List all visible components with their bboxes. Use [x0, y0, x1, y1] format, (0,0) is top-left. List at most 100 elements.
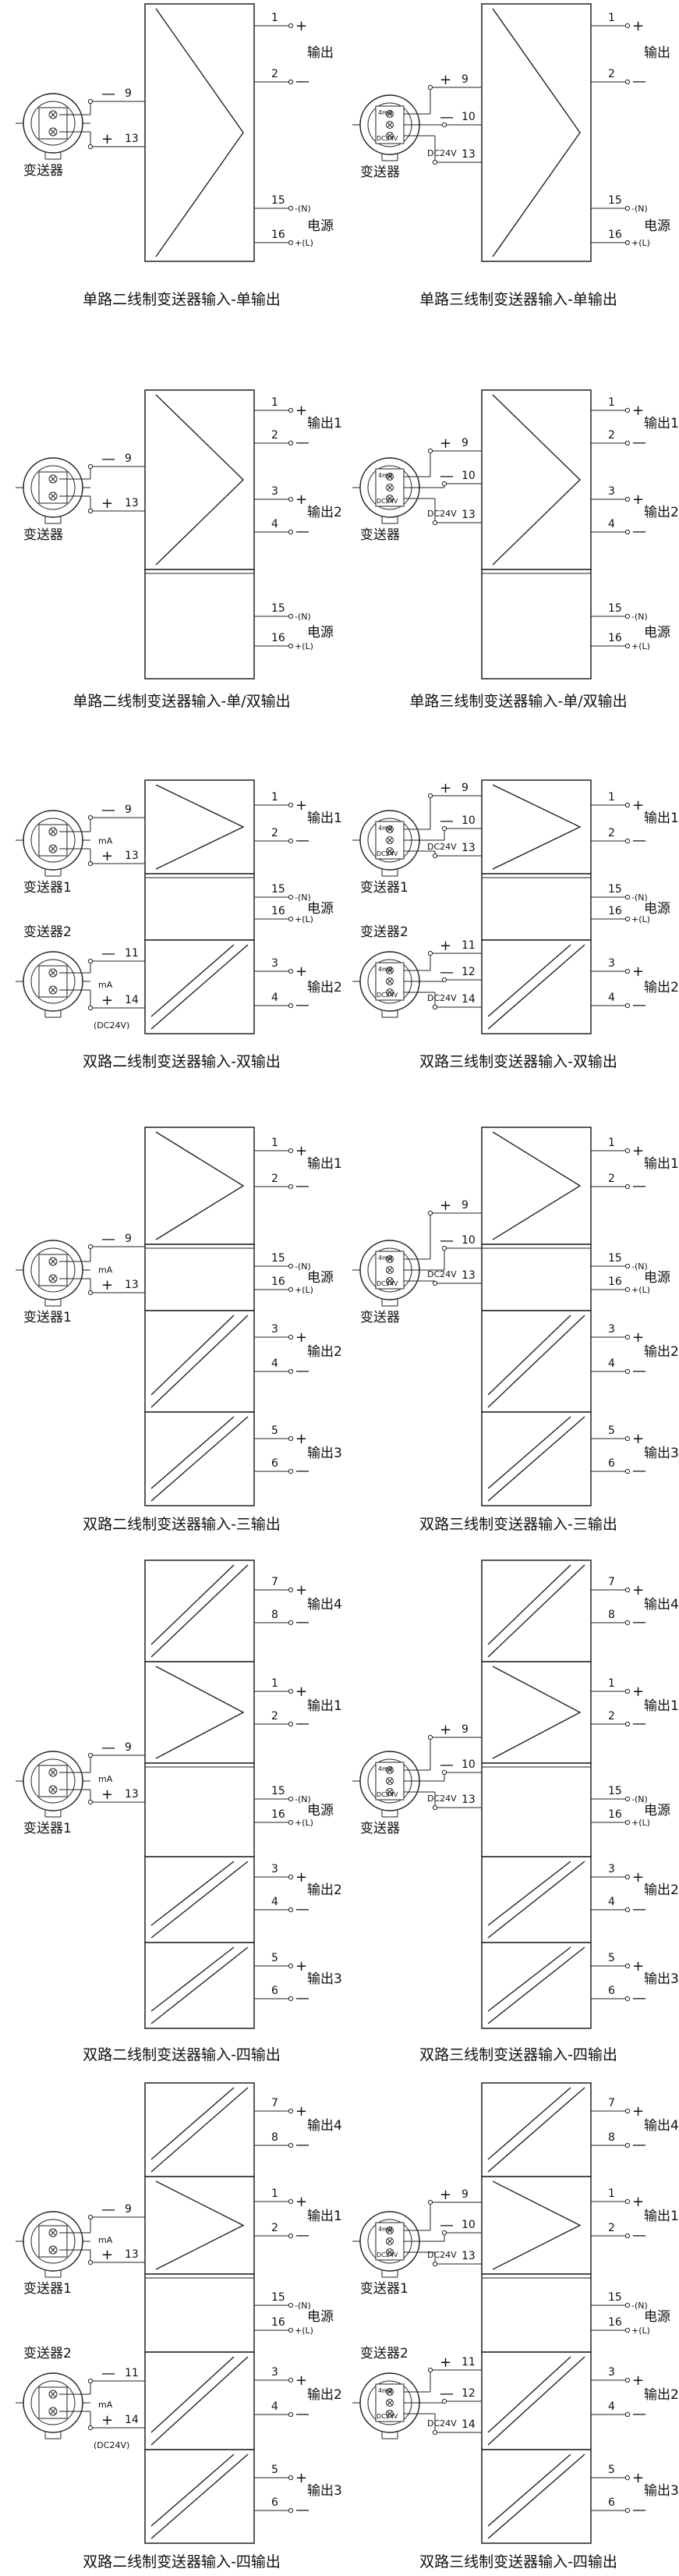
terminal-number: 6	[271, 2496, 278, 2509]
terminal-dot	[288, 2507, 294, 2514]
output-1-label: 输出1	[307, 1156, 342, 1172]
isolator-symbol	[150, 2356, 249, 2446]
signal-label: 4mA	[378, 472, 393, 479]
isolator-module-section	[144, 779, 255, 875]
transmitter-2wire-icon	[15, 93, 91, 160]
minus-sign: —	[295, 1614, 309, 1630]
terminal-dot	[441, 481, 447, 487]
terminal-number: 16	[271, 632, 285, 644]
supply-label: DC24V	[377, 2413, 398, 2420]
terminal-number: 2	[608, 68, 615, 80]
plus-sign: +	[295, 1329, 307, 1346]
terminal-number: 7	[608, 2097, 615, 2109]
isolator-module-section	[481, 2273, 592, 2353]
terminal-dot	[288, 79, 294, 85]
terminal-number: 2	[271, 2222, 278, 2234]
terminal-number: 3	[271, 957, 278, 970]
plus-sign: +	[101, 2412, 113, 2429]
terminal-dot	[87, 814, 94, 821]
terminal-number: 3	[271, 1323, 278, 1336]
terminal-number: 1	[608, 791, 615, 804]
terminal-number: 10	[462, 111, 476, 123]
isolator-symbol	[155, 1666, 245, 1759]
minus-sign: —	[632, 1363, 646, 1379]
supply-label: DC24V	[427, 842, 457, 852]
terminal-dot	[441, 122, 447, 128]
terminal-dot	[624, 1002, 631, 1009]
isolator-symbol	[155, 2180, 245, 2270]
output-2-label: 输出2	[307, 1344, 342, 1360]
terminal-dot	[624, 496, 631, 502]
terminal-number: 6	[608, 2496, 615, 2509]
terminal-dot	[288, 838, 294, 844]
supply-label: DC24V	[377, 992, 398, 999]
terminal-number: 16	[608, 2316, 622, 2329]
terminal-dot	[288, 2142, 294, 2148]
terminal-dot	[624, 529, 631, 535]
diagram-caption: 双路三线制变送器输入-四输出	[419, 2553, 617, 2571]
supply-label: DC24V	[427, 2418, 457, 2429]
terminal-dot	[427, 2199, 433, 2205]
output-3-label: 输出3	[644, 1446, 679, 1461]
terminal-dot	[624, 1286, 631, 1293]
terminal-number: 15	[608, 194, 622, 207]
power-label: 电源	[307, 218, 334, 234]
terminal-number: 5	[608, 2464, 615, 2476]
diagram-caption: 双路三线制变送器输入-四输出	[419, 2046, 617, 2063]
plus-sign: +	[440, 1722, 451, 1738]
terminal-number: 15	[608, 1785, 622, 1797]
signal-label: 4mA	[378, 109, 393, 116]
wiring-diagram: 7+8—输出41+2—输出115-(N)16+(L)电源3+4—输出25+6—输…	[352, 1559, 679, 2063]
minus-sign: —	[632, 2502, 646, 2518]
terminal-dot	[288, 1148, 294, 1154]
terminal-number: 11	[462, 2356, 476, 2368]
minus-sign: —	[632, 2227, 646, 2244]
isolator-module-section	[481, 873, 592, 941]
plus-sign: +	[632, 2194, 644, 2210]
terminal-number: 8	[608, 2131, 615, 2144]
transmitter-3wire-icon	[352, 810, 420, 877]
terminal-number: 9	[125, 452, 132, 465]
plus-sign: +	[295, 1431, 307, 1447]
minus-sign: —	[632, 1178, 646, 1194]
terminal-dot	[427, 950, 433, 956]
diagram-caption: 双路三线制变送器输入-双输出	[419, 1053, 617, 1070]
terminal-number: 14	[462, 993, 476, 1006]
terminal-number: 13	[125, 850, 139, 862]
terminal-number: 4	[271, 992, 278, 1004]
terminal-dot	[624, 1587, 631, 1593]
line-mark: +(L)	[631, 914, 650, 924]
terminal-dot	[441, 2230, 447, 2236]
terminal-number: 13	[462, 1794, 476, 1806]
output-2-label: 输出2	[644, 980, 679, 995]
terminal-number: 13	[462, 2250, 476, 2262]
terminal-dot	[624, 1819, 631, 1826]
terminal-number: 11	[125, 2367, 139, 2379]
output-2-label: 输出2	[307, 1882, 342, 1898]
isolator-module-section	[481, 3, 592, 262]
terminal-dot	[288, 1002, 294, 1009]
terminal-dot	[427, 2367, 433, 2373]
minus-sign: —	[295, 1178, 309, 1194]
output-1-label: 输出1	[307, 416, 342, 431]
isolator-symbol	[492, 1131, 582, 1240]
neutral-mark: -(N)	[295, 612, 311, 622]
terminal-number: 10	[462, 470, 476, 482]
terminal-dot	[624, 23, 631, 29]
terminal-number: 2	[608, 429, 615, 442]
terminal-number: 13	[125, 1788, 139, 1801]
plus-sign: +	[295, 1869, 307, 1886]
terminal-dot	[441, 825, 447, 832]
terminal-dot	[432, 853, 438, 859]
transmitter-label: 变送器	[360, 527, 400, 543]
plus-sign: +	[101, 1277, 113, 1293]
power-label: 电源	[307, 901, 334, 917]
terminal-number: 6	[271, 1457, 278, 1470]
isolator-symbol	[155, 8, 244, 257]
isolator-module-section	[144, 2273, 255, 2353]
terminal-number: 1	[271, 791, 278, 804]
terminal-dot	[288, 2198, 294, 2205]
terminal-number: 11	[462, 939, 476, 952]
output-3-label: 输出3	[644, 2483, 679, 2499]
ma-label: mA	[98, 1774, 113, 1784]
